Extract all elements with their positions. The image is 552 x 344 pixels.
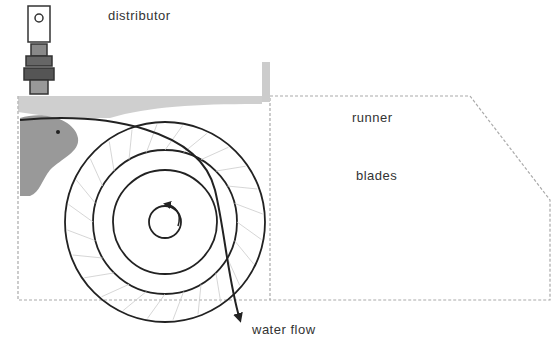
- part-label: blades: [356, 168, 397, 183]
- part-label: distributor: [108, 8, 171, 23]
- part-label: runner: [352, 110, 393, 125]
- rotation-arrow: [166, 204, 179, 226]
- housing-top: [18, 96, 262, 118]
- water-flow-path: [20, 118, 240, 320]
- housing-outline: [18, 96, 550, 300]
- runner-circles: [65, 122, 265, 322]
- housing-flange: [262, 62, 270, 102]
- part-label: water flow: [252, 322, 316, 337]
- nozzle: [20, 115, 78, 196]
- distributor-actuator: [24, 6, 54, 94]
